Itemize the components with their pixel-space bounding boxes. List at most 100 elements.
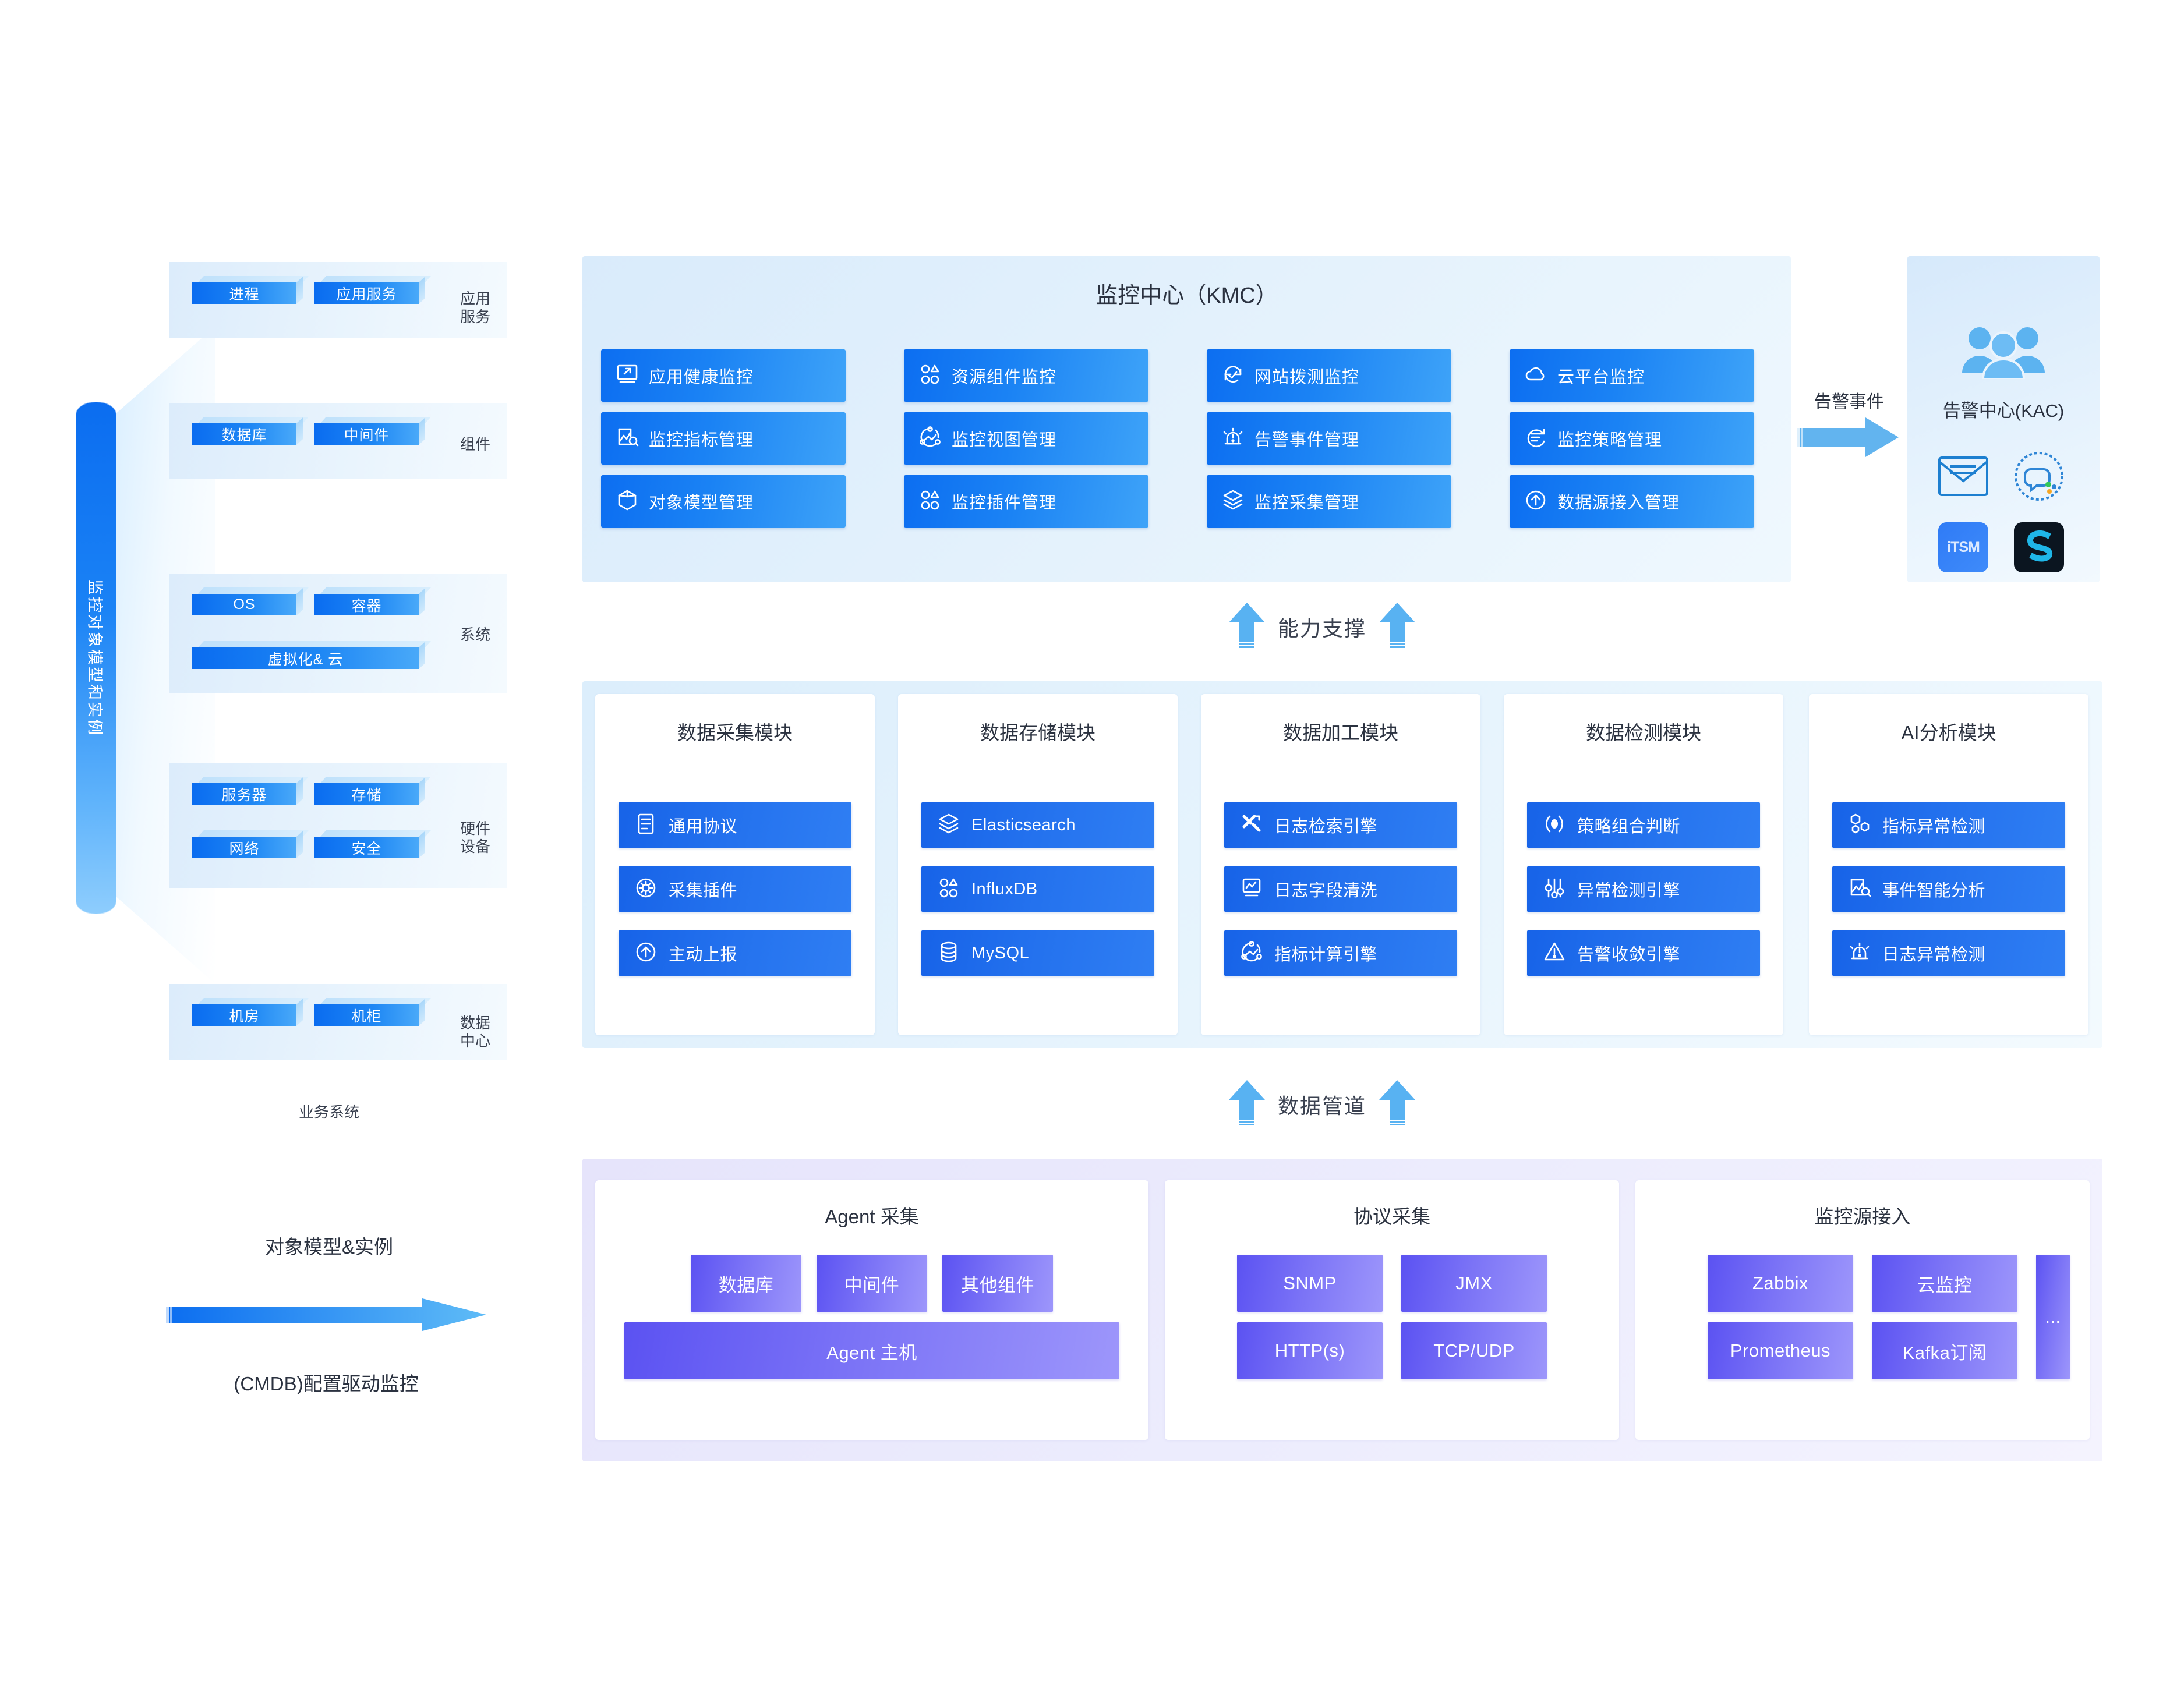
cube-side-face [419,831,425,858]
collection-chip[interactable]: 数据库 [691,1255,801,1312]
kmc-cell-9[interactable]: 对象模型管理 [601,475,846,528]
target-icon [1542,812,1567,839]
object-item-cube[interactable]: 虚拟化& 云 [192,641,431,669]
module-item[interactable]: 指标异常检测 [1832,802,2065,848]
metric-chart-icon [1847,876,1872,903]
collection-chip-more[interactable]: ... [2036,1255,2070,1379]
collection-chip[interactable]: Prometheus [1708,1322,1853,1379]
object-item-cube[interactable]: 数据库 [192,417,309,445]
object-item-cube[interactable]: 容器 [314,587,431,615]
website-probe-icon [1221,362,1245,390]
wechat-circle-icon[interactable] [2011,448,2067,504]
object-item-cube[interactable]: 中间件 [314,417,431,445]
kmc-cell-3[interactable]: 网站拨测监控 [1207,349,1451,402]
cube-top-face [198,830,309,837]
kmc-cell-label: 资源组件监控 [952,368,1057,387]
module-item[interactable]: 策略组合判断 [1527,802,1760,848]
collection-chip[interactable]: JMX [1401,1255,1547,1312]
cube-side-face [296,588,303,615]
module-item[interactable]: 通用协议 [619,802,851,848]
metric-chart-icon [615,425,639,452]
collection-chip[interactable]: 云监控 [1872,1255,2017,1312]
object-item-cube[interactable]: 安全 [314,830,431,858]
cube-side-face [419,999,425,1026]
module-item[interactable]: 主动上报 [619,930,851,976]
cube-side-face [419,588,425,615]
module-item[interactable]: 日志检索引擎 [1224,802,1457,848]
object-item-cube[interactable]: 网络 [192,830,309,858]
module-item[interactable]: MySQL [921,930,1154,976]
pipeline-arrow-right-icon [1379,1080,1416,1128]
object-item-cube[interactable]: 机房 [192,998,309,1026]
kmc-cell-7[interactable]: 告警事件管理 [1207,412,1451,465]
collection-chip[interactable]: TCP/UDP [1401,1322,1547,1379]
module-item-label: 异常检测引擎 [1577,882,1681,900]
cube-front-face: 网络 [192,837,296,858]
kmc-cell-10[interactable]: 监控插件管理 [904,475,1148,528]
module-item[interactable]: InfluxDB [921,866,1154,912]
module-item[interactable]: 指标计算引擎 [1224,930,1457,976]
kmc-cell-5[interactable]: 监控指标管理 [601,412,846,465]
pipeline-arrow-row: 数据管道 [1229,1080,1416,1128]
object-item-cube[interactable]: 机柜 [314,998,431,1026]
s-app-badge-icon[interactable] [2011,519,2067,575]
collection-chip[interactable]: Zabbix [1708,1255,1853,1312]
object-item-cube[interactable]: 进程 [192,276,309,304]
collection-chip[interactable]: HTTP(s) [1237,1322,1383,1379]
object-item-cube[interactable]: 存储 [314,777,431,805]
chart-box-icon [1239,876,1264,903]
cube-top-face [320,276,431,282]
collection-chip[interactable]: SNMP [1237,1255,1383,1312]
itsm-badge-icon[interactable]: iTSM [1935,519,1991,575]
module-item[interactable]: 采集插件 [619,866,851,912]
mail-envelope-icon[interactable] [1935,448,1991,504]
object-item-cube[interactable]: 应用服务 [314,276,431,304]
module-item[interactable]: 告警收敛引擎 [1527,930,1760,976]
cmdb-bottom-label: (CMDB)配置驱动监控 [234,1373,419,1394]
cube-front-face: 存储 [314,783,419,805]
module-item[interactable]: 日志异常检测 [1832,930,2065,976]
module-item[interactable]: 事件智能分析 [1832,866,2065,912]
collection-title: 监控源接入 [1814,1206,1911,1227]
cube-top-face [320,998,431,1004]
layers-icon [1221,488,1245,515]
cube-top-face [198,777,309,783]
layers-icon [936,812,961,839]
kmc-cell-12[interactable]: 数据源接入管理 [1510,475,1754,528]
collection-chip[interactable]: Agent 主机 [624,1322,1119,1379]
plugin-grid-icon [918,488,942,515]
alert-center-title: 告警中心(KAC) [1942,401,2065,421]
kmc-cell-label: 应用健康监控 [649,368,754,387]
alert-flow-label: 告警事件 [1814,392,1884,412]
module-item[interactable]: 日志字段清洗 [1224,866,1457,912]
support-arrow-row: 能力支撑 [1229,603,1416,651]
kmc-cell-8[interactable]: 监控策略管理 [1510,412,1754,465]
cube-side-face [296,999,303,1026]
collection-chip[interactable]: 其他组件 [942,1255,1053,1312]
object-item-cube[interactable]: 服务器 [192,777,309,805]
object-group-label-line2: 设备 [460,837,491,855]
kmc-cell-4[interactable]: 云平台监控 [1510,349,1754,402]
kmc-cell-label: 监控视图管理 [952,431,1057,449]
kmc-cell-11[interactable]: 监控采集管理 [1207,475,1451,528]
module-item[interactable]: Elasticsearch [921,802,1154,848]
cube-front-face: OS [192,594,296,615]
module-item[interactable]: 异常检测引擎 [1527,866,1760,912]
kmc-cell-1[interactable]: 应用健康监控 [601,349,846,402]
cube-side-face [296,277,303,304]
kmc-cell-6[interactable]: 监控视图管理 [904,412,1148,465]
kmc-cell-2[interactable]: 资源组件监控 [904,349,1148,402]
support-arrow-right-icon [1379,603,1416,651]
cube-side-face [419,777,425,805]
module-item-label: 日志异常检测 [1882,946,1986,964]
object-item-cube[interactable]: OS [192,587,309,615]
kmc-cell-label: 告警事件管理 [1254,431,1360,449]
cube-top-face [198,998,309,1004]
collection-chip[interactable]: 中间件 [817,1255,927,1312]
collection-chip[interactable]: Kafka订阅 [1872,1322,2017,1379]
view-graph-icon [918,425,942,452]
module-title: AI分析模块 [1901,722,1996,744]
alert-flow-arrow-icon [1797,416,1899,458]
cube-top-face [198,276,309,282]
